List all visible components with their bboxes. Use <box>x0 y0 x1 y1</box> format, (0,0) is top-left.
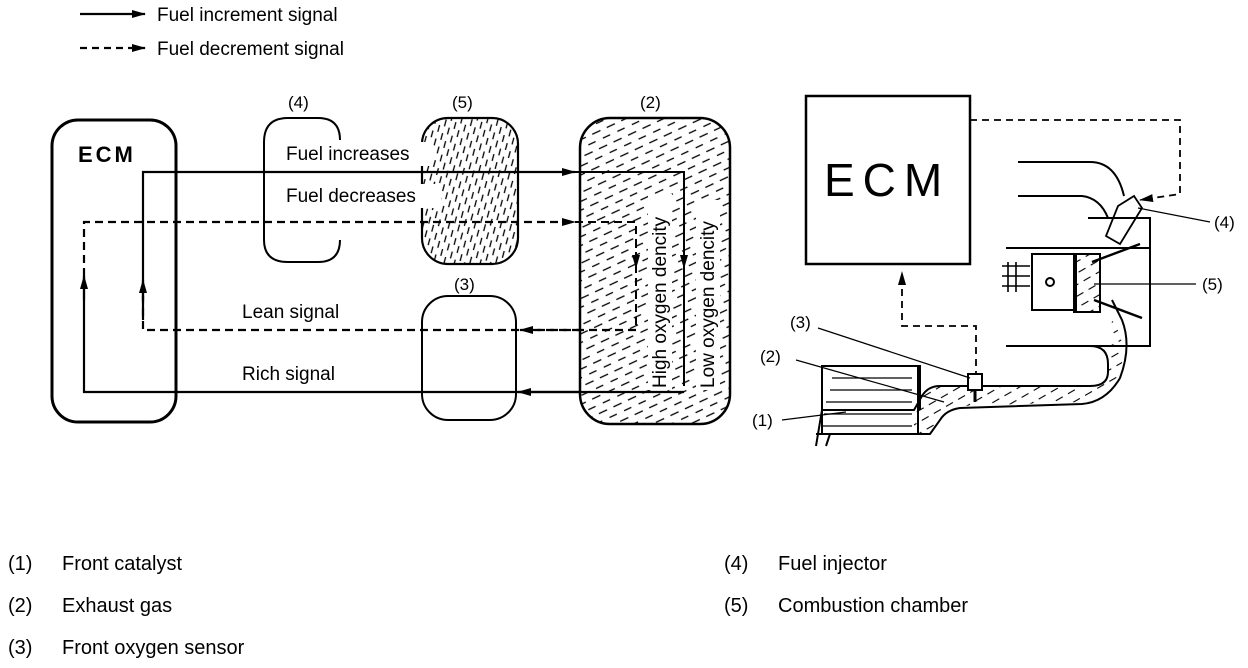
fuel-decrease-path <box>82 218 576 276</box>
piston-pin <box>1045 277 1055 287</box>
chamber-number: (5) <box>452 93 473 112</box>
key-2-number: (2) <box>8 595 32 617</box>
engine-ecm-label: ECM <box>824 154 950 206</box>
engine-diagram: ECM (4) (5) (3) (2) (1) <box>752 94 1235 447</box>
key-5-text: Combustion chamber <box>778 595 968 617</box>
callout-line-1 <box>781 411 847 421</box>
key-3-text: Front oxygen sensor <box>62 637 245 659</box>
callout-5: (5) <box>1202 275 1223 294</box>
ecm-label: ECM <box>78 142 136 167</box>
callout-line-4 <box>1137 207 1211 223</box>
lean-signal-path <box>141 296 636 332</box>
combustion-chamber <box>1073 253 1101 313</box>
key-4-text: Fuel injector <box>778 553 887 575</box>
fuel-increase-path <box>141 168 576 320</box>
oxygen-sensor <box>967 373 983 391</box>
callout-4: (4) <box>1214 213 1235 232</box>
key-2-text: Exhaust gas <box>62 595 172 617</box>
high-oxygen-label: High oxygen dencity <box>650 216 671 388</box>
exhaust-number: (2) <box>640 93 661 112</box>
engine-ecm-box <box>804 94 972 266</box>
legend-dashed-label: Fuel decrement signal <box>157 39 344 60</box>
ecm-block <box>50 118 178 424</box>
fuel-decreases-label: Fuel decreases <box>286 186 416 207</box>
block-diagram: ECM (4) (5) (2) (3) Fuel increases Fuel … <box>50 93 732 426</box>
connecting-rod <box>1002 262 1030 292</box>
sensor-number: (3) <box>454 275 475 294</box>
low-oxygen-label: Low oxygen dencity <box>698 221 719 388</box>
sensor-block <box>421 295 517 421</box>
sensor-to-ecm-signal <box>898 271 977 378</box>
injector-number: (4) <box>288 93 309 112</box>
injector-body <box>1104 194 1144 246</box>
key-4-number: (4) <box>724 553 748 575</box>
exhaust-gas-fill <box>914 320 1123 434</box>
callout-line-2 <box>795 359 945 403</box>
fuel-increase-return <box>575 171 685 386</box>
callout-line-3 <box>817 327 971 379</box>
key-1-text: Front catalyst <box>62 553 182 575</box>
intake-runner <box>1018 161 1125 219</box>
legend: Fuel increment signal Fuel decrement sig… <box>80 5 344 60</box>
valves <box>1091 242 1143 320</box>
fuel-decrease-return <box>575 221 637 330</box>
lean-signal-label: Lean signal <box>242 302 339 323</box>
key-1-number: (1) <box>8 553 32 575</box>
fuel-increases-label: Fuel increases <box>286 144 410 165</box>
catalyst-cells <box>822 377 912 427</box>
legend-solid-label: Fuel increment signal <box>157 5 338 26</box>
callout-3: (3) <box>790 313 811 332</box>
key-5-number: (5) <box>724 595 748 617</box>
rich-signal-label: Rich signal <box>242 364 335 385</box>
key-list: (1) Front catalyst (2) Exhaust gas (3) F… <box>8 553 968 659</box>
callout-2: (2) <box>760 347 781 366</box>
ecm-to-injector-signal <box>970 119 1181 203</box>
callout-1: (1) <box>752 411 773 430</box>
catalyst <box>821 365 919 435</box>
rich-signal-path <box>82 276 684 394</box>
key-3-number: (3) <box>8 637 32 659</box>
injector-block <box>263 117 341 263</box>
